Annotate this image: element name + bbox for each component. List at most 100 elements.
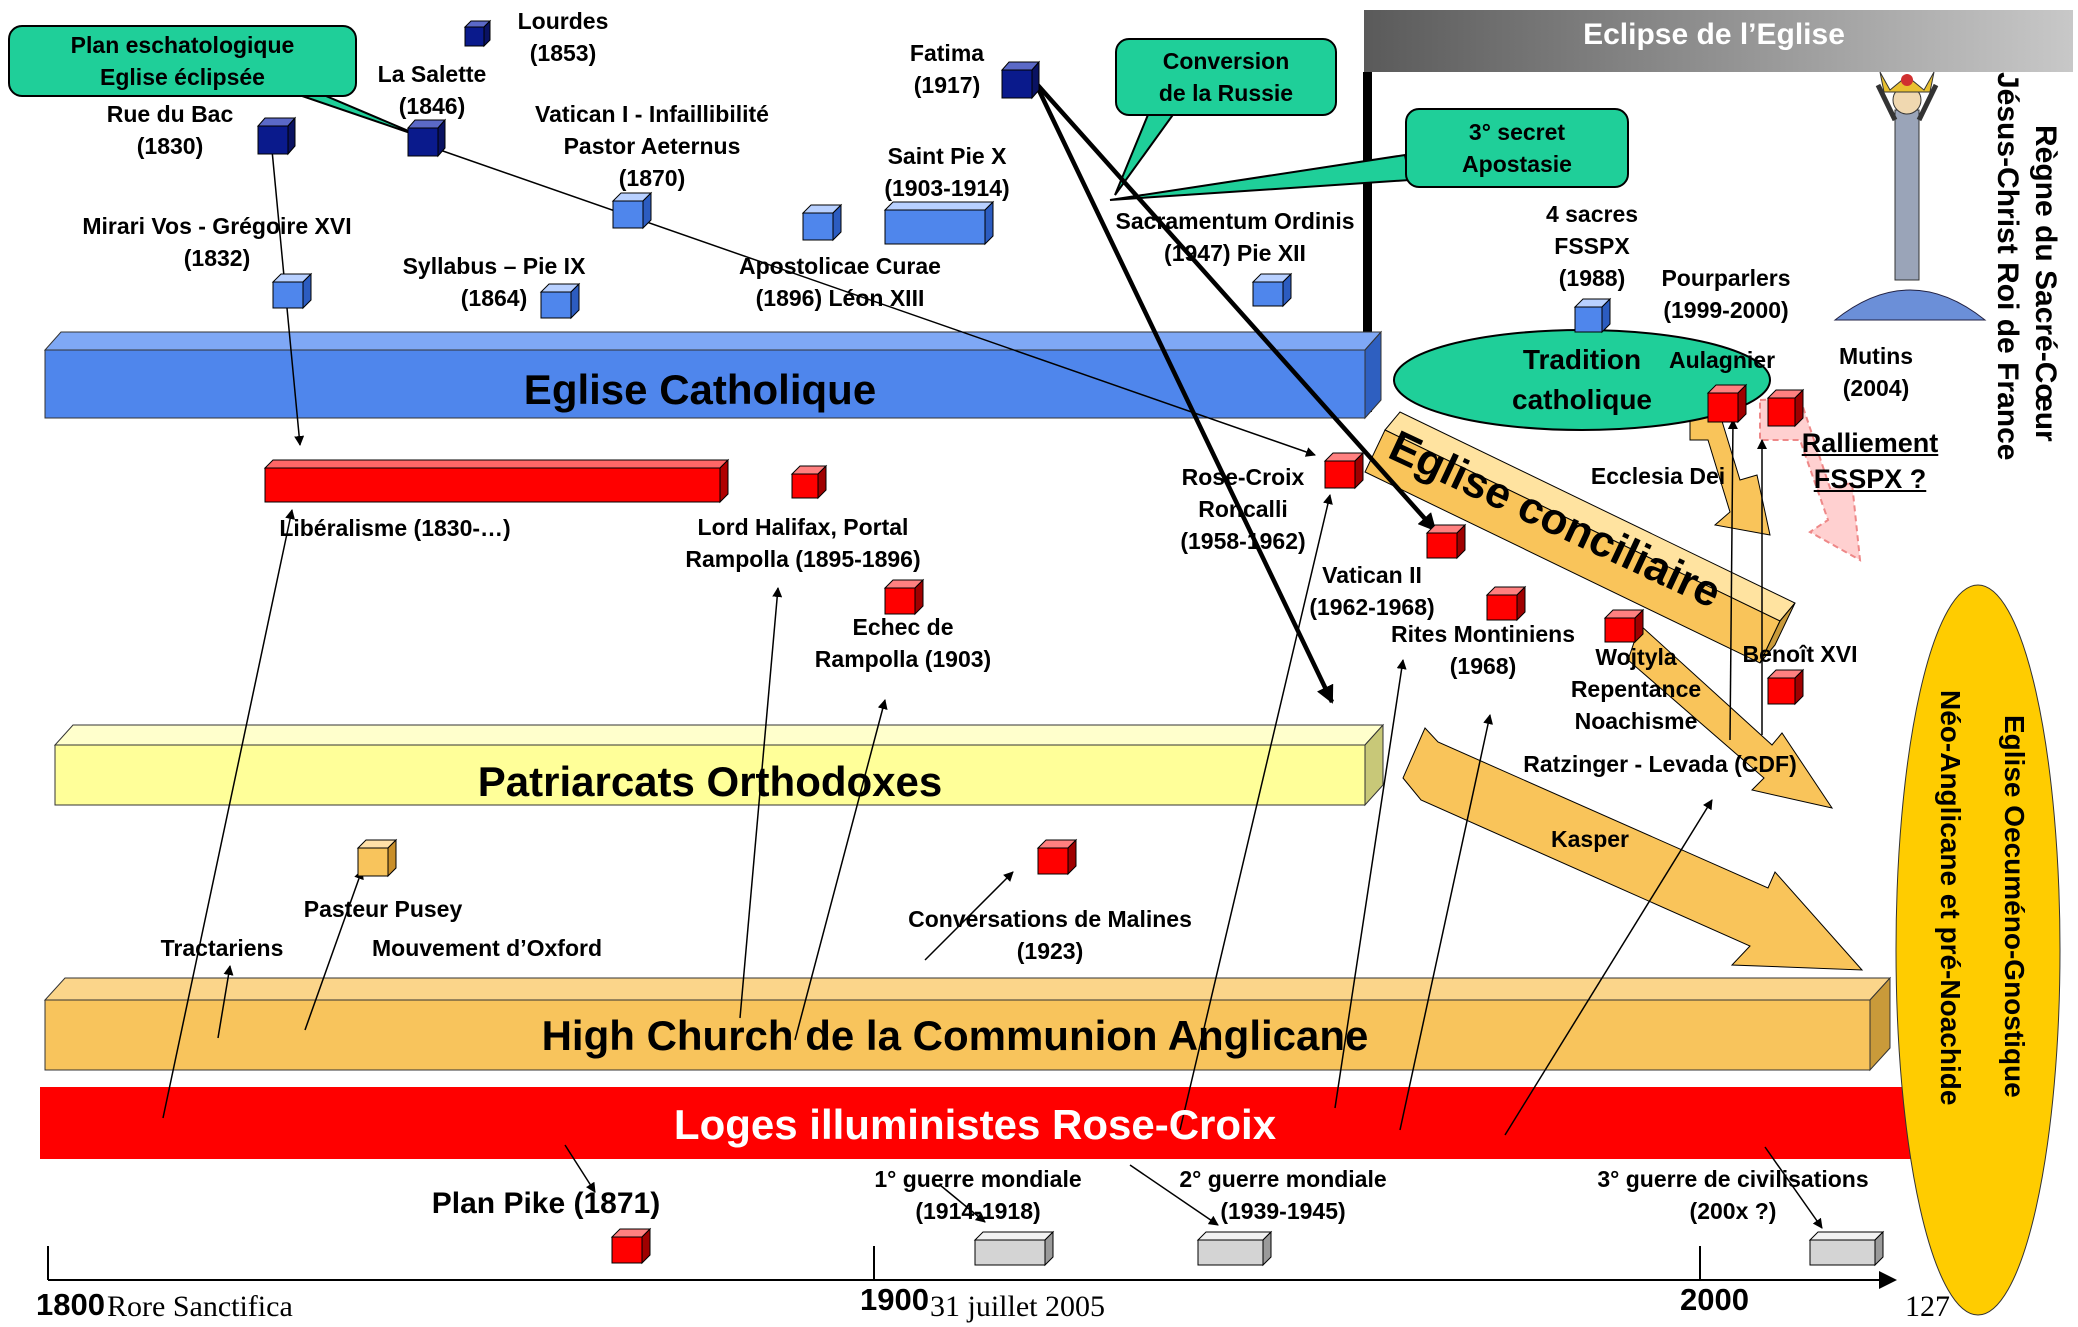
arrow-loges-liberalisme [162,509,296,1119]
arrow-oxford [304,869,364,1031]
footer-date: 31 juillet 2005 [930,1290,1105,1323]
cube-echec [883,578,925,616]
arrow-vatican2 [1399,714,1493,1131]
arrow-halifax [739,587,783,1019]
arrow-fatima-orthodoxes [1032,81,1335,704]
label-ww3: 3° guerre de civilisations (200x ?) [1597,1166,1869,1224]
eclipse-divider [1363,72,1372,412]
label-sacramentum-ordinis: Sacramentum Ordinis (1947) Pie XII [1115,208,1355,266]
arrow-pourparlers [1727,419,1738,741]
label-plan-pike: Plan Pike (1871) [431,1187,661,1220]
label-aulagnier: Aulagnier [1668,347,1776,373]
cube-ww1 [973,1230,1055,1267]
label-ralliement-fsspx: Ralliement FSSPX ? [1801,428,1939,494]
label-saint-pie-x: Saint Pie X (1903-1914) [884,143,1010,201]
cube-aulagnier [1706,383,1748,424]
liberalisme-bar [263,458,730,504]
band-loges-rose-croix [40,1087,1930,1159]
arrow-salette-rosecroix [439,149,1316,457]
ralliement-arrow [1759,396,1862,562]
cube-lourdes [463,19,492,48]
label-kasper: Kasper [1551,826,1629,852]
label-echec-rampolla: Echec de Rampolla (1903) [814,614,992,672]
label-mouvement-oxford: Mouvement d’Oxford [371,935,603,961]
label-lord-halifax: Lord Halifax, Portal Rampolla (1895-1896… [685,514,921,572]
label-ww2: 2° guerre mondiale (1939-1945) [1179,1166,1387,1224]
bubble-conversion-russie: Conversion de la Russie [1115,38,1337,116]
cube-ww3 [1808,1230,1885,1267]
cube-wojtyla [1603,608,1645,644]
label-la-salette: La Salette (1846) [377,61,487,119]
tradition-catholique-label: Tradition catholique [1511,344,1653,415]
year-2000: 2000 [1680,1282,1749,1317]
band-eglise-conciliaire [1364,411,1796,664]
label-lourdes: Lourdes (1853) [517,8,609,66]
cube-ww2 [1196,1230,1273,1267]
label-4-sacres-fsspx: 4 sacres FSSPX (1988) [1545,201,1639,291]
kasper-arrow [1402,727,1864,971]
label-liberalisme: Libéralisme (1830-…) [279,515,511,541]
ecclesia-dei-arrow [1689,394,1771,536]
arrow-rosecroix [1179,494,1333,1131]
eglise-oecumeno-gnostique: Eglise Oecuméno-Gnostique [1999,715,2030,1098]
sacre-coeur-image [1833,71,1987,321]
loges-rose-croix-title: Loges illuministes Rose-Croix [673,1101,1277,1148]
arrow-rites [1334,659,1407,1109]
cube-mirari [271,272,313,310]
footer-left: Rore Sanctifica [107,1290,293,1323]
label-mutins: Mutins (2004) [1838,343,1914,401]
label-rose-croix-roncalli: Rose-Croix Roncalli (1958-1962) [1180,464,1306,554]
eclipse-title: Eclipse de l’Eglise [1583,18,1845,51]
arrow-ww2 [1129,1164,1219,1226]
cube-salette [406,118,447,158]
eclipse-header-bar [1364,10,2073,72]
label-pasteur-pusey: Pasteur Pusey [303,896,463,922]
arrow-fatima-vatican2 [1033,80,1437,532]
label-benoit-xvi: Benoît XVI [1742,641,1858,667]
neo-anglicane: Néo-Anglicane et pré-Noachide [1935,690,1966,1106]
cube-rites [1485,585,1527,622]
label-vatican-1: Vatican I - Infaillibilité Pastor Aetern… [535,101,769,191]
cube-pusey [356,838,398,878]
arrow-ww1 [939,1184,986,1223]
label-pourparlers: Pourparlers (1999-2000) [1661,265,1791,323]
label-fatima: Fatima (1917) [909,40,985,98]
label-tractariens: Tractariens [160,935,284,961]
arrow-pike [564,1144,596,1193]
arrow-echec [794,699,888,1041]
label-syllabus: Syllabus – Pie IX (1864) [402,253,586,311]
bubble-3e-secret: 3° secret Apostasie [1405,108,1629,188]
year-1900: 1900 [860,1282,929,1317]
cube-mutins [1766,388,1805,428]
cube-fatima [1000,60,1041,100]
label-apostolicae-curae: Apostolicae Curae (1896) Léon XIII [739,253,941,311]
arrow-tractariens [217,965,234,1039]
regne-sacre-coeur: Règne du Sacré-Cœur [2029,125,2062,442]
cube-sacramentum [1251,272,1293,308]
eglise-catholique-title: Eglise Catholique [523,366,877,413]
cube-rosecroix [1323,451,1365,490]
arrow-ww3 [1764,1146,1823,1229]
label-ww1: 1° guerre mondiale (1914-1918) [874,1166,1082,1224]
cube-vatican2 [1425,523,1467,560]
cube-halifax [790,464,828,500]
cube-piex [883,200,995,246]
cube-malines [1036,838,1078,876]
cube-syllabus [539,282,581,320]
eglise-oecumeno-ellipse [1895,584,2061,1316]
label-ecclesia-dei: Ecclesia Dei [1590,463,1726,489]
year-1800: 1800 [36,1287,105,1322]
cube-apostolicae [801,203,843,242]
label-mirari-vos: Mirari Vos - Grégoire XVI (1832) [82,213,352,271]
label-rites-montiniens: Rites Montiniens (1968) [1390,621,1576,679]
page-number: 127 [1905,1290,1950,1323]
cube-fsspx [1573,297,1612,334]
label-ratzinger-levada: Ratzinger - Levada (CDF) [1523,751,1797,777]
label-rue-du-bac: Rue du Bac (1830) [106,101,234,159]
label-conversations-malines: Conversations de Malines (1923) [908,906,1192,964]
arrow-malines [924,871,1014,961]
band-patriarcats-orthodoxes [53,723,1385,807]
label-vatican-2: Vatican II (1962-1968) [1309,562,1435,620]
cube-vatican1 [611,191,653,230]
